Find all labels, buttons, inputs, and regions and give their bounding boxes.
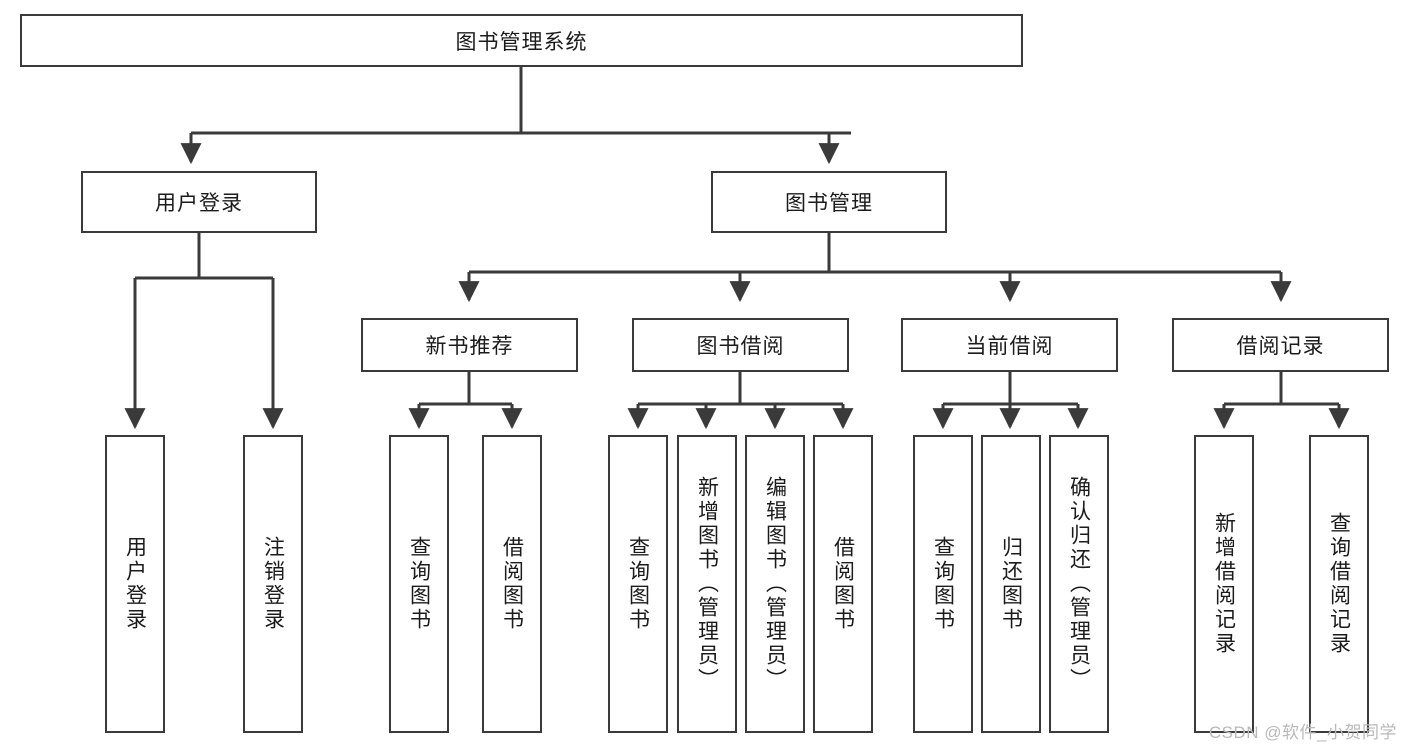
leaf-return-book[interactable]: 归还图书 bbox=[981, 435, 1041, 733]
leaf-edit-book-admin[interactable]: 编辑图书（管理员） bbox=[745, 435, 805, 733]
node-label: 查询图书 bbox=[407, 536, 431, 632]
node-label: 新增图书（管理员） bbox=[695, 476, 719, 692]
leaf-user-login[interactable]: 用户登录 bbox=[105, 435, 165, 733]
node-label: 图书管理 bbox=[785, 192, 873, 215]
node-label: 确认归还（管理员） bbox=[1067, 476, 1091, 692]
node-label: 查询借阅记录 bbox=[1327, 512, 1351, 656]
node-book-management[interactable]: 图书管理 bbox=[711, 171, 947, 233]
node-label: 查询图书 bbox=[626, 536, 650, 632]
leaf-borrow-book[interactable]: 借阅图书 bbox=[813, 435, 873, 733]
leaf-add-book-admin[interactable]: 新增图书（管理员） bbox=[677, 435, 737, 733]
leaf-confirm-return-admin[interactable]: 确认归还（管理员） bbox=[1049, 435, 1109, 733]
leaf-query-book-recommend[interactable]: 查询图书 bbox=[389, 435, 449, 733]
node-current-borrow[interactable]: 当前借阅 bbox=[901, 318, 1118, 372]
node-label: 借阅记录 bbox=[1236, 335, 1325, 358]
node-new-book-recommend[interactable]: 新书推荐 bbox=[361, 318, 578, 372]
node-label: 注销登录 bbox=[261, 536, 285, 632]
leaf-query-book-current[interactable]: 查询图书 bbox=[913, 435, 973, 733]
node-label: 新书推荐 bbox=[425, 335, 514, 358]
node-label: 编辑图书（管理员） bbox=[763, 476, 787, 692]
node-label: 借阅图书 bbox=[831, 536, 855, 632]
node-label: 当前借阅 bbox=[965, 335, 1054, 358]
node-label: 图书管理系统 bbox=[455, 30, 588, 54]
node-label: 新增借阅记录 bbox=[1212, 512, 1236, 656]
leaf-logout-login[interactable]: 注销登录 bbox=[243, 435, 303, 733]
node-label: 图书借阅 bbox=[696, 335, 785, 358]
node-label: 归还图书 bbox=[999, 536, 1023, 632]
node-root-system[interactable]: 图书管理系统 bbox=[20, 14, 1023, 67]
node-label: 借阅图书 bbox=[500, 536, 524, 632]
leaf-query-borrow-record[interactable]: 查询借阅记录 bbox=[1309, 435, 1369, 733]
node-label: 用户登录 bbox=[123, 536, 147, 632]
leaf-query-book-borrow[interactable]: 查询图书 bbox=[608, 435, 668, 733]
node-label: 用户登录 bbox=[155, 192, 243, 215]
leaf-borrow-book-recommend[interactable]: 借阅图书 bbox=[482, 435, 542, 733]
node-user-login[interactable]: 用户登录 bbox=[81, 171, 317, 233]
csdn-watermark: CSDN @软件_小贺同学 bbox=[1208, 723, 1397, 742]
node-label: 查询图书 bbox=[931, 536, 955, 632]
leaf-add-borrow-record[interactable]: 新增借阅记录 bbox=[1194, 435, 1254, 733]
node-borrow-record[interactable]: 借阅记录 bbox=[1172, 318, 1389, 372]
node-book-borrow[interactable]: 图书借阅 bbox=[632, 318, 849, 372]
